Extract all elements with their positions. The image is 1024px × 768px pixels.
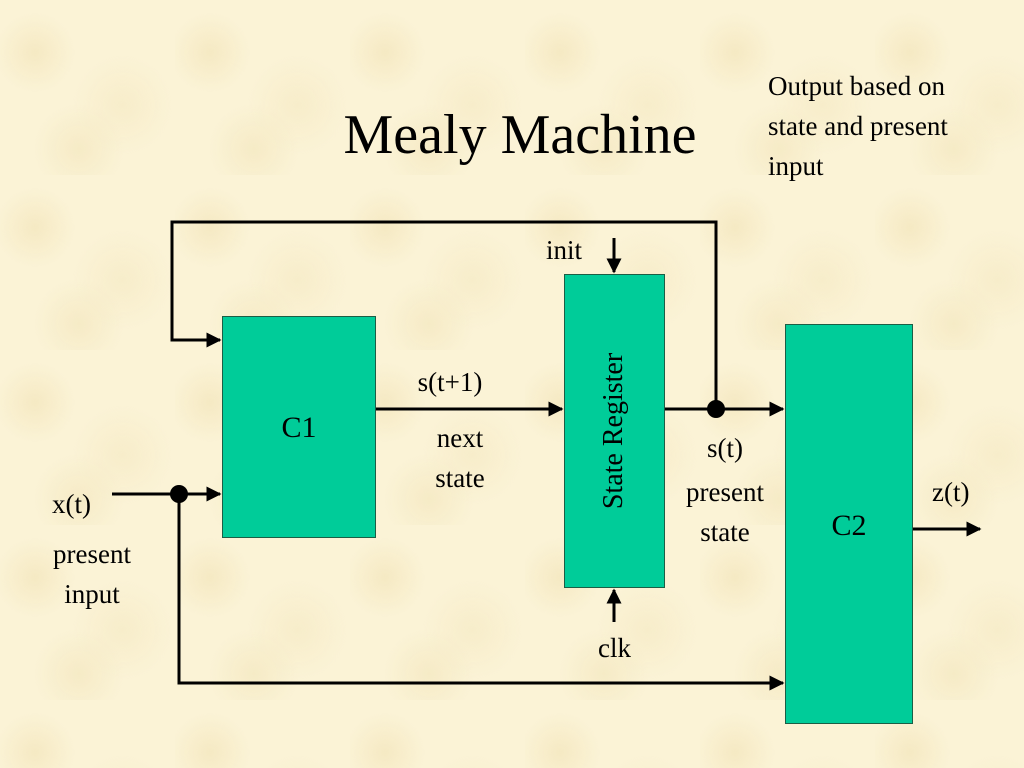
present-state-desc-1: present	[686, 477, 764, 507]
present-state-desc-2: state	[700, 517, 750, 547]
feedback-wire	[170, 220, 718, 409]
input-branch-wire	[177, 494, 785, 691]
input-junction	[170, 485, 188, 503]
init-label: init	[546, 235, 583, 265]
input-desc-1: present	[53, 539, 131, 569]
output-label: z(t)	[932, 477, 970, 507]
present-state-junction	[707, 400, 725, 418]
input-label: x(t)	[52, 489, 91, 519]
state-register-label: State Register	[598, 352, 630, 510]
output-note-line-3: input	[768, 151, 824, 181]
c2-label: C2	[831, 509, 867, 542]
clk-label: clk	[598, 633, 631, 663]
input-desc-2: input	[64, 579, 120, 609]
slide-title: Mealy Machine	[343, 104, 697, 166]
c2-block	[785, 324, 913, 724]
next-state-label: s(t+1)	[417, 367, 483, 397]
state-register-block	[564, 274, 665, 588]
output-note-line-1: Output based on	[768, 71, 945, 101]
present-state-label: s(t)	[707, 433, 743, 463]
output-note: Output based on state and present input	[768, 66, 1013, 186]
next-state-desc-2: state	[435, 463, 485, 493]
state-register-label-wrap: State Register	[564, 274, 665, 588]
c1-label: C1	[281, 411, 317, 444]
c1-block	[222, 316, 376, 538]
output-note-line-2: state and present	[768, 111, 948, 141]
next-state-desc-1: next	[436, 423, 484, 453]
